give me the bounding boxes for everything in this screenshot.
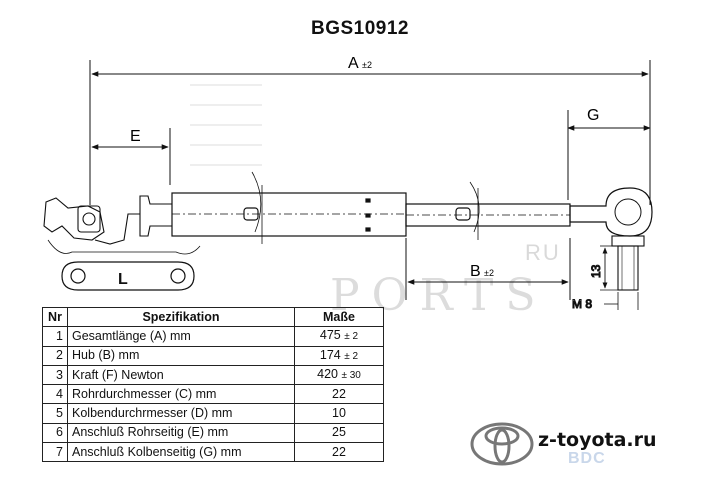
row-nr: 1	[42, 326, 68, 347]
table-row: 6 Anschluß Rohrseitig (E) mm 25	[42, 422, 384, 444]
dimension-b: B ±2	[405, 238, 571, 300]
site-name[interactable]: z-toyota.ru	[538, 429, 657, 451]
row-spec: Anschluß Rohrseitig (E) mm	[67, 422, 295, 444]
piston-rod	[405, 181, 653, 240]
dimension-b-tolerance: ±2	[484, 268, 494, 278]
row-spec: Kraft (F) Newton	[67, 364, 295, 386]
row-spec: Kolbendurchrmesser (D) mm	[67, 403, 295, 424]
dimension-a: A ±2	[89, 55, 651, 205]
specification-table: Nr Spezifikation Maße 1 Gesamtlänge (A) …	[42, 306, 384, 463]
dimension-b-label: B	[470, 263, 481, 280]
row-value: 420 ± 30	[294, 364, 384, 386]
header-nr: Nr	[42, 306, 68, 328]
dimension-e-label: E	[130, 128, 141, 145]
table-row: 4 Rohrdurchmesser (C) mm 22	[42, 384, 384, 405]
thread-size-label: M 8	[572, 297, 592, 311]
dimension-g-label: G	[587, 107, 599, 124]
row-nr: 5	[42, 403, 68, 424]
row-nr: 6	[42, 422, 68, 444]
dimension-a-label: A	[348, 55, 359, 72]
value-tolerance: ± 2	[344, 350, 359, 362]
dimension-g: G	[567, 107, 651, 200]
dimension-a-tolerance: ±2	[362, 60, 372, 70]
toyota-logo-icon	[470, 422, 534, 466]
table-row: 7 Anschluß Kolbenseitig (G) mm 22	[42, 442, 384, 463]
value-number: 475	[319, 328, 341, 343]
table-row: 2 Hub (B) mm 174 ± 2	[42, 345, 384, 366]
left-end-fitting	[43, 195, 201, 255]
table-row: 5 Kolbendurchrmesser (D) mm 10	[42, 403, 384, 424]
header-masse: Maße	[294, 306, 384, 328]
header-spezifikation: Spezifikation	[67, 306, 295, 328]
row-spec: Anschluß Kolbenseitig (G) mm	[67, 442, 295, 463]
thread-length-label: 13	[589, 264, 603, 278]
brand-block	[470, 422, 534, 466]
dimension-e: E	[91, 128, 171, 185]
watermark-bdc: BDC	[568, 450, 606, 467]
cylinder-tube	[171, 171, 407, 244]
row-spec: Gesamtlänge (A) mm	[67, 326, 295, 347]
row-spec: Rohrdurchmesser (C) mm	[67, 384, 295, 405]
row-nr: 2	[42, 345, 68, 366]
row-value: 174 ± 2	[294, 345, 384, 366]
watermark-lines	[190, 84, 262, 166]
row-value: 22	[294, 442, 384, 463]
row-value: 10	[294, 403, 384, 424]
value-number: 174	[319, 347, 341, 362]
l-bracket: L	[61, 261, 195, 291]
watermark-ru: RU	[525, 240, 561, 265]
row-spec: Hub (B) mm	[67, 345, 295, 366]
row-value: 25	[294, 422, 384, 444]
value-tolerance: ± 2	[344, 331, 359, 343]
row-nr: 3	[42, 364, 68, 386]
row-nr: 7	[42, 442, 68, 463]
value-tolerance: ± 30	[341, 370, 361, 382]
row-nr: 4	[42, 384, 68, 405]
table-row: 1 Gesamtlänge (A) mm 475 ± 2	[42, 326, 384, 347]
bracket-l-label: L	[118, 271, 128, 288]
table-header-row: Nr Spezifikation Maße	[42, 306, 384, 328]
row-value: 475 ± 2	[294, 326, 384, 347]
value-number: 420	[317, 367, 338, 382]
row-value: 22	[294, 384, 384, 405]
threaded-stud: 13 M 8	[571, 235, 645, 312]
part-number-title: BGS10912	[310, 18, 409, 39]
table-row: 3 Kraft (F) Newton 420 ± 30	[42, 364, 384, 386]
